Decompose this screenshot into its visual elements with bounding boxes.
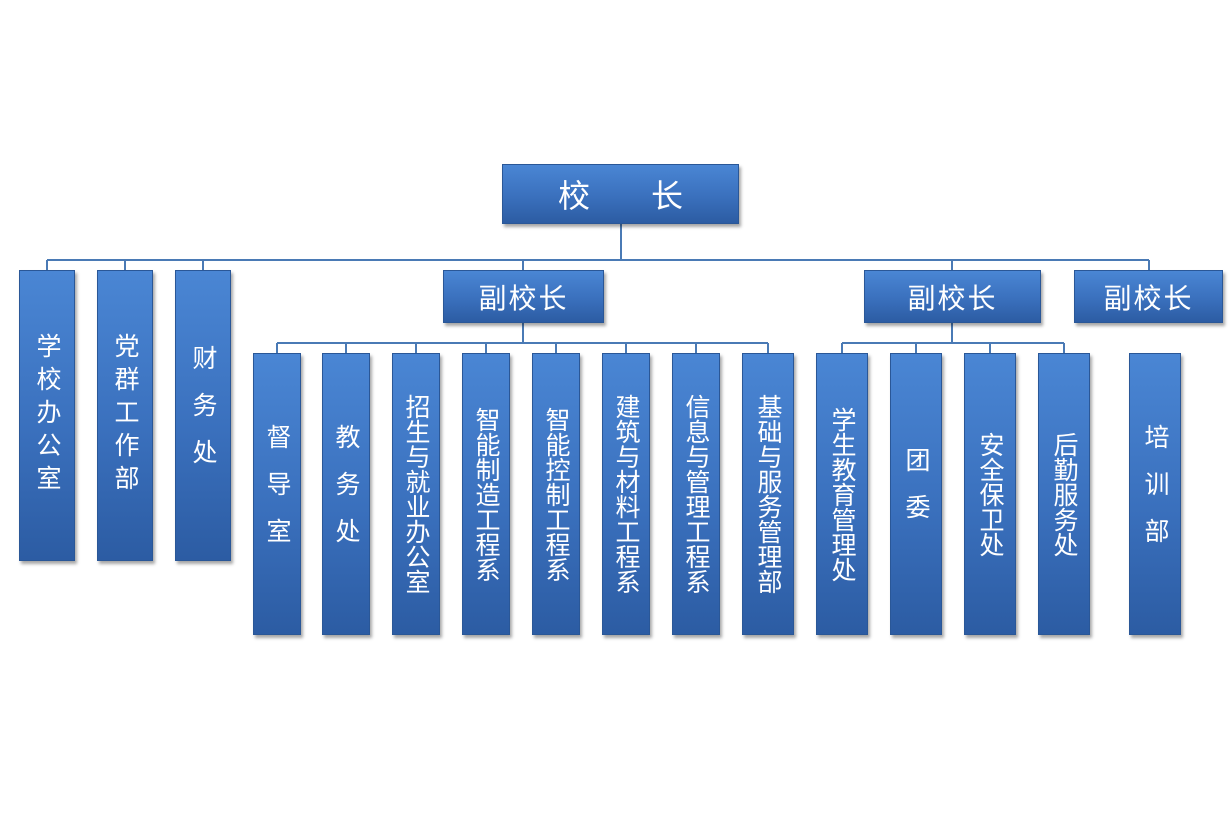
unit-label: 培训部 — [1141, 423, 1170, 565]
unit-label: 教务处 — [332, 423, 361, 565]
unit-label: 督导室 — [263, 423, 292, 565]
unit-box-logistics: 后勤服务处 — [1038, 353, 1090, 635]
unit-label: 团委 — [902, 447, 931, 541]
unit-label: 党群工作部 — [111, 333, 140, 498]
vice-principal-label: 副校长 — [907, 281, 998, 315]
connector-lines — [46, 224, 1150, 353]
unit-label: 建筑与材料工程系 — [612, 394, 641, 594]
principal-box: 校 长 — [502, 164, 739, 224]
unit-label: 安全保卫处 — [976, 431, 1005, 557]
unit-label: 学校办公室 — [33, 333, 62, 498]
unit-label: 财务处 — [189, 345, 218, 486]
unit-label: 基础与服务管理部 — [754, 394, 783, 594]
unit-box-intelligent-manufacturing: 智能制造工程系 — [462, 353, 510, 635]
unit-box-academic-affairs: 教务处 — [322, 353, 370, 635]
unit-box-construction-materials: 建筑与材料工程系 — [602, 353, 650, 635]
unit-box-foundation-services: 基础与服务管理部 — [742, 353, 794, 635]
unit-box-youth-league: 团委 — [890, 353, 942, 635]
unit-box-training: 培训部 — [1129, 353, 1181, 635]
unit-label: 智能制造工程系 — [472, 406, 501, 582]
unit-label: 智能控制工程系 — [542, 406, 571, 582]
vice-principal-box-1: 副校长 — [443, 270, 604, 323]
unit-label: 学生教育管理处 — [828, 406, 857, 582]
unit-box-party-work: 党群工作部 — [97, 270, 153, 561]
unit-box-security: 安全保卫处 — [964, 353, 1016, 635]
unit-label: 招生与就业办公室 — [402, 394, 431, 594]
unit-box-school-office: 学校办公室 — [19, 270, 75, 561]
vice-principal-box-3: 副校长 — [1074, 270, 1223, 323]
unit-box-supervision: 督导室 — [253, 353, 301, 635]
principal-label: 校 长 — [557, 177, 684, 215]
unit-label: 后勤服务处 — [1050, 431, 1079, 557]
unit-box-finance: 财务处 — [175, 270, 231, 561]
vice-principal-box-2: 副校长 — [864, 270, 1041, 323]
vice-principal-label: 副校长 — [1103, 281, 1194, 315]
unit-box-student-management: 学生教育管理处 — [816, 353, 868, 635]
unit-box-admissions: 招生与就业办公室 — [392, 353, 440, 635]
unit-label: 信息与管理工程系 — [682, 394, 711, 594]
unit-box-intelligent-control: 智能控制工程系 — [532, 353, 580, 635]
vice-principal-label: 副校长 — [478, 281, 569, 315]
unit-box-information-management: 信息与管理工程系 — [672, 353, 720, 635]
